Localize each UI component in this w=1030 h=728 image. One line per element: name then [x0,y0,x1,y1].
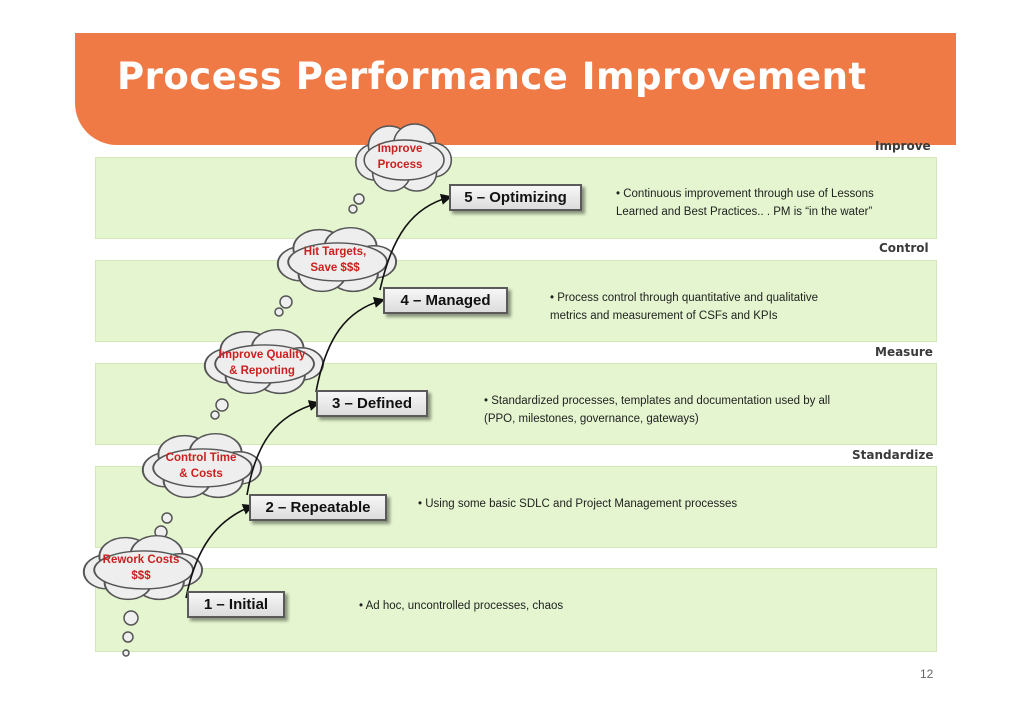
title-banner: Process Performance Improvement [75,33,956,145]
cloud-label-improve-quality: Improve Quality& Reporting [218,349,306,377]
level-initial-description: • Ad hoc, uncontrolled processes, chaos [359,600,564,612]
arrow-4-to-5 [379,193,453,291]
level-defined-box: 3 – Defined [316,390,428,417]
bubble-trail-1 [122,193,365,657]
arrow-1-to-2 [185,504,255,599]
arrow-3-to-4 [315,296,386,393]
level-optimizing-box: 5 – Optimizing [449,184,582,211]
level-initial-box: 1 – Initial [187,591,285,618]
level-managed-box: 4 – Managed [383,287,508,314]
cloud-label-rework-costs: Rework Costs$$$ [102,554,180,582]
band-standardize [95,466,937,548]
level-managed-description: • Process control through quantitative a… [550,292,819,322]
level-repeatable-description: • Using some basic SDLC and Project Mana… [418,498,738,510]
band-label-control: Control [879,241,929,255]
arrow-2-to-3 [246,400,321,496]
level-repeatable-box: 2 – Repeatable [249,494,387,521]
page-number: 12 [920,667,934,681]
level-optimizing-description: • Continuous improvement through use of … [616,188,874,218]
cloud-label-control-time: Control Time& Costs [165,452,237,480]
band-control [95,260,937,342]
cloud-label-hit-targets: Hit Targets,Save $$$ [303,246,367,274]
band-label-measure: Measure [875,345,933,359]
band-label-standardize: Standardize [852,448,934,462]
level-defined-description: • Standardized processes, templates and … [484,395,831,425]
band-label-improve: Improve [875,139,931,153]
band-improve [95,157,937,239]
page-title: Process Performance Improvement [117,55,867,98]
